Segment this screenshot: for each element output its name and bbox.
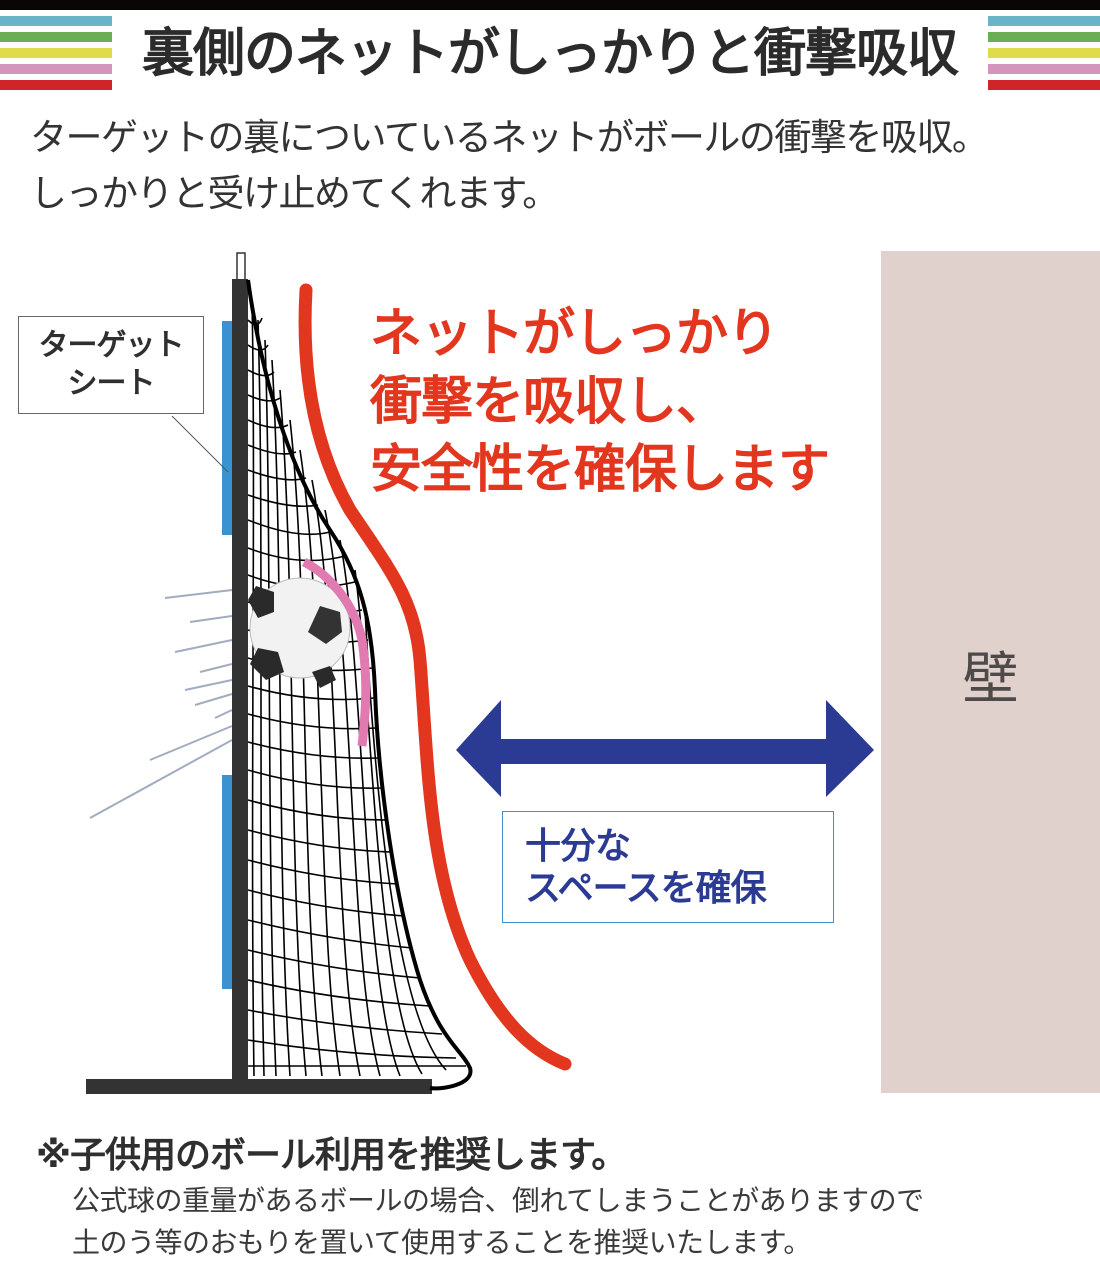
stripe-yellow [988,48,1100,58]
target-sheet-upper [222,321,232,535]
intro-line: ターゲットの裏についているネットがボールの衝撃を吸収。 [30,116,989,159]
message-line: 安全性を確保します [370,440,830,500]
stripe-blue [0,16,112,26]
wall-label: 壁 [962,647,1019,712]
target-sheet-lower [222,775,232,989]
intro-line: しっかりと受け止めてくれます。 [30,172,559,215]
note-heading: ※子供用のボール利用を推奨します。 [36,1135,627,1176]
message-line: 衝撃を吸収し、 [370,372,728,432]
stripe-green [0,32,112,42]
base-bar [86,1079,432,1094]
message-line: ネットがしっかり [370,304,779,364]
soccer-ball-icon [248,577,351,688]
net-absorb-message: ネットがしっかり 衝撃を吸収し、 安全性を確保します [370,300,830,504]
decorative-stripes-right [988,16,1100,96]
stripe-pink [0,64,112,74]
target-sheet-callout: ターゲット シート [18,316,204,414]
page-title: 裏側のネットがしっかりと衝撃吸収 [141,24,959,84]
motion-lines-icon [89,589,233,819]
impact-highlight [301,557,371,747]
space-callout: 十分な スペースを確保 [502,811,834,923]
callout-line: シート [67,366,156,401]
stripe-red [988,80,1100,90]
note-body: 公式球の重量があるボールの場合、倒れてしまうことがありますので 土のう等のおもり… [72,1180,924,1264]
stripe-red [0,80,112,90]
stripe-pink [988,64,1100,74]
note-line: 公式球の重量があるボールの場合、倒れてしまうことがありますので [72,1184,924,1217]
top-black-bar [0,0,1100,10]
wall: 壁 [881,251,1100,1093]
note-line: 土のう等のおもりを置いて使用することを推奨いたします。 [72,1226,811,1259]
callout-line: ターゲット [38,328,185,363]
space-line: 十分な [525,826,631,867]
space-line: スペースを確保 [525,868,767,909]
stripe-green [988,32,1100,42]
pole [232,279,248,1079]
intro-text: ターゲットの裏についているネットがボールの衝撃を吸収。 しっかりと受け止めてくれ… [30,110,989,222]
stripe-blue [988,16,1100,26]
net-flex-range-curve [298,283,572,1071]
decorative-stripes-left [0,16,112,96]
stripe-yellow [0,48,112,58]
space-double-arrow-icon [456,700,874,797]
